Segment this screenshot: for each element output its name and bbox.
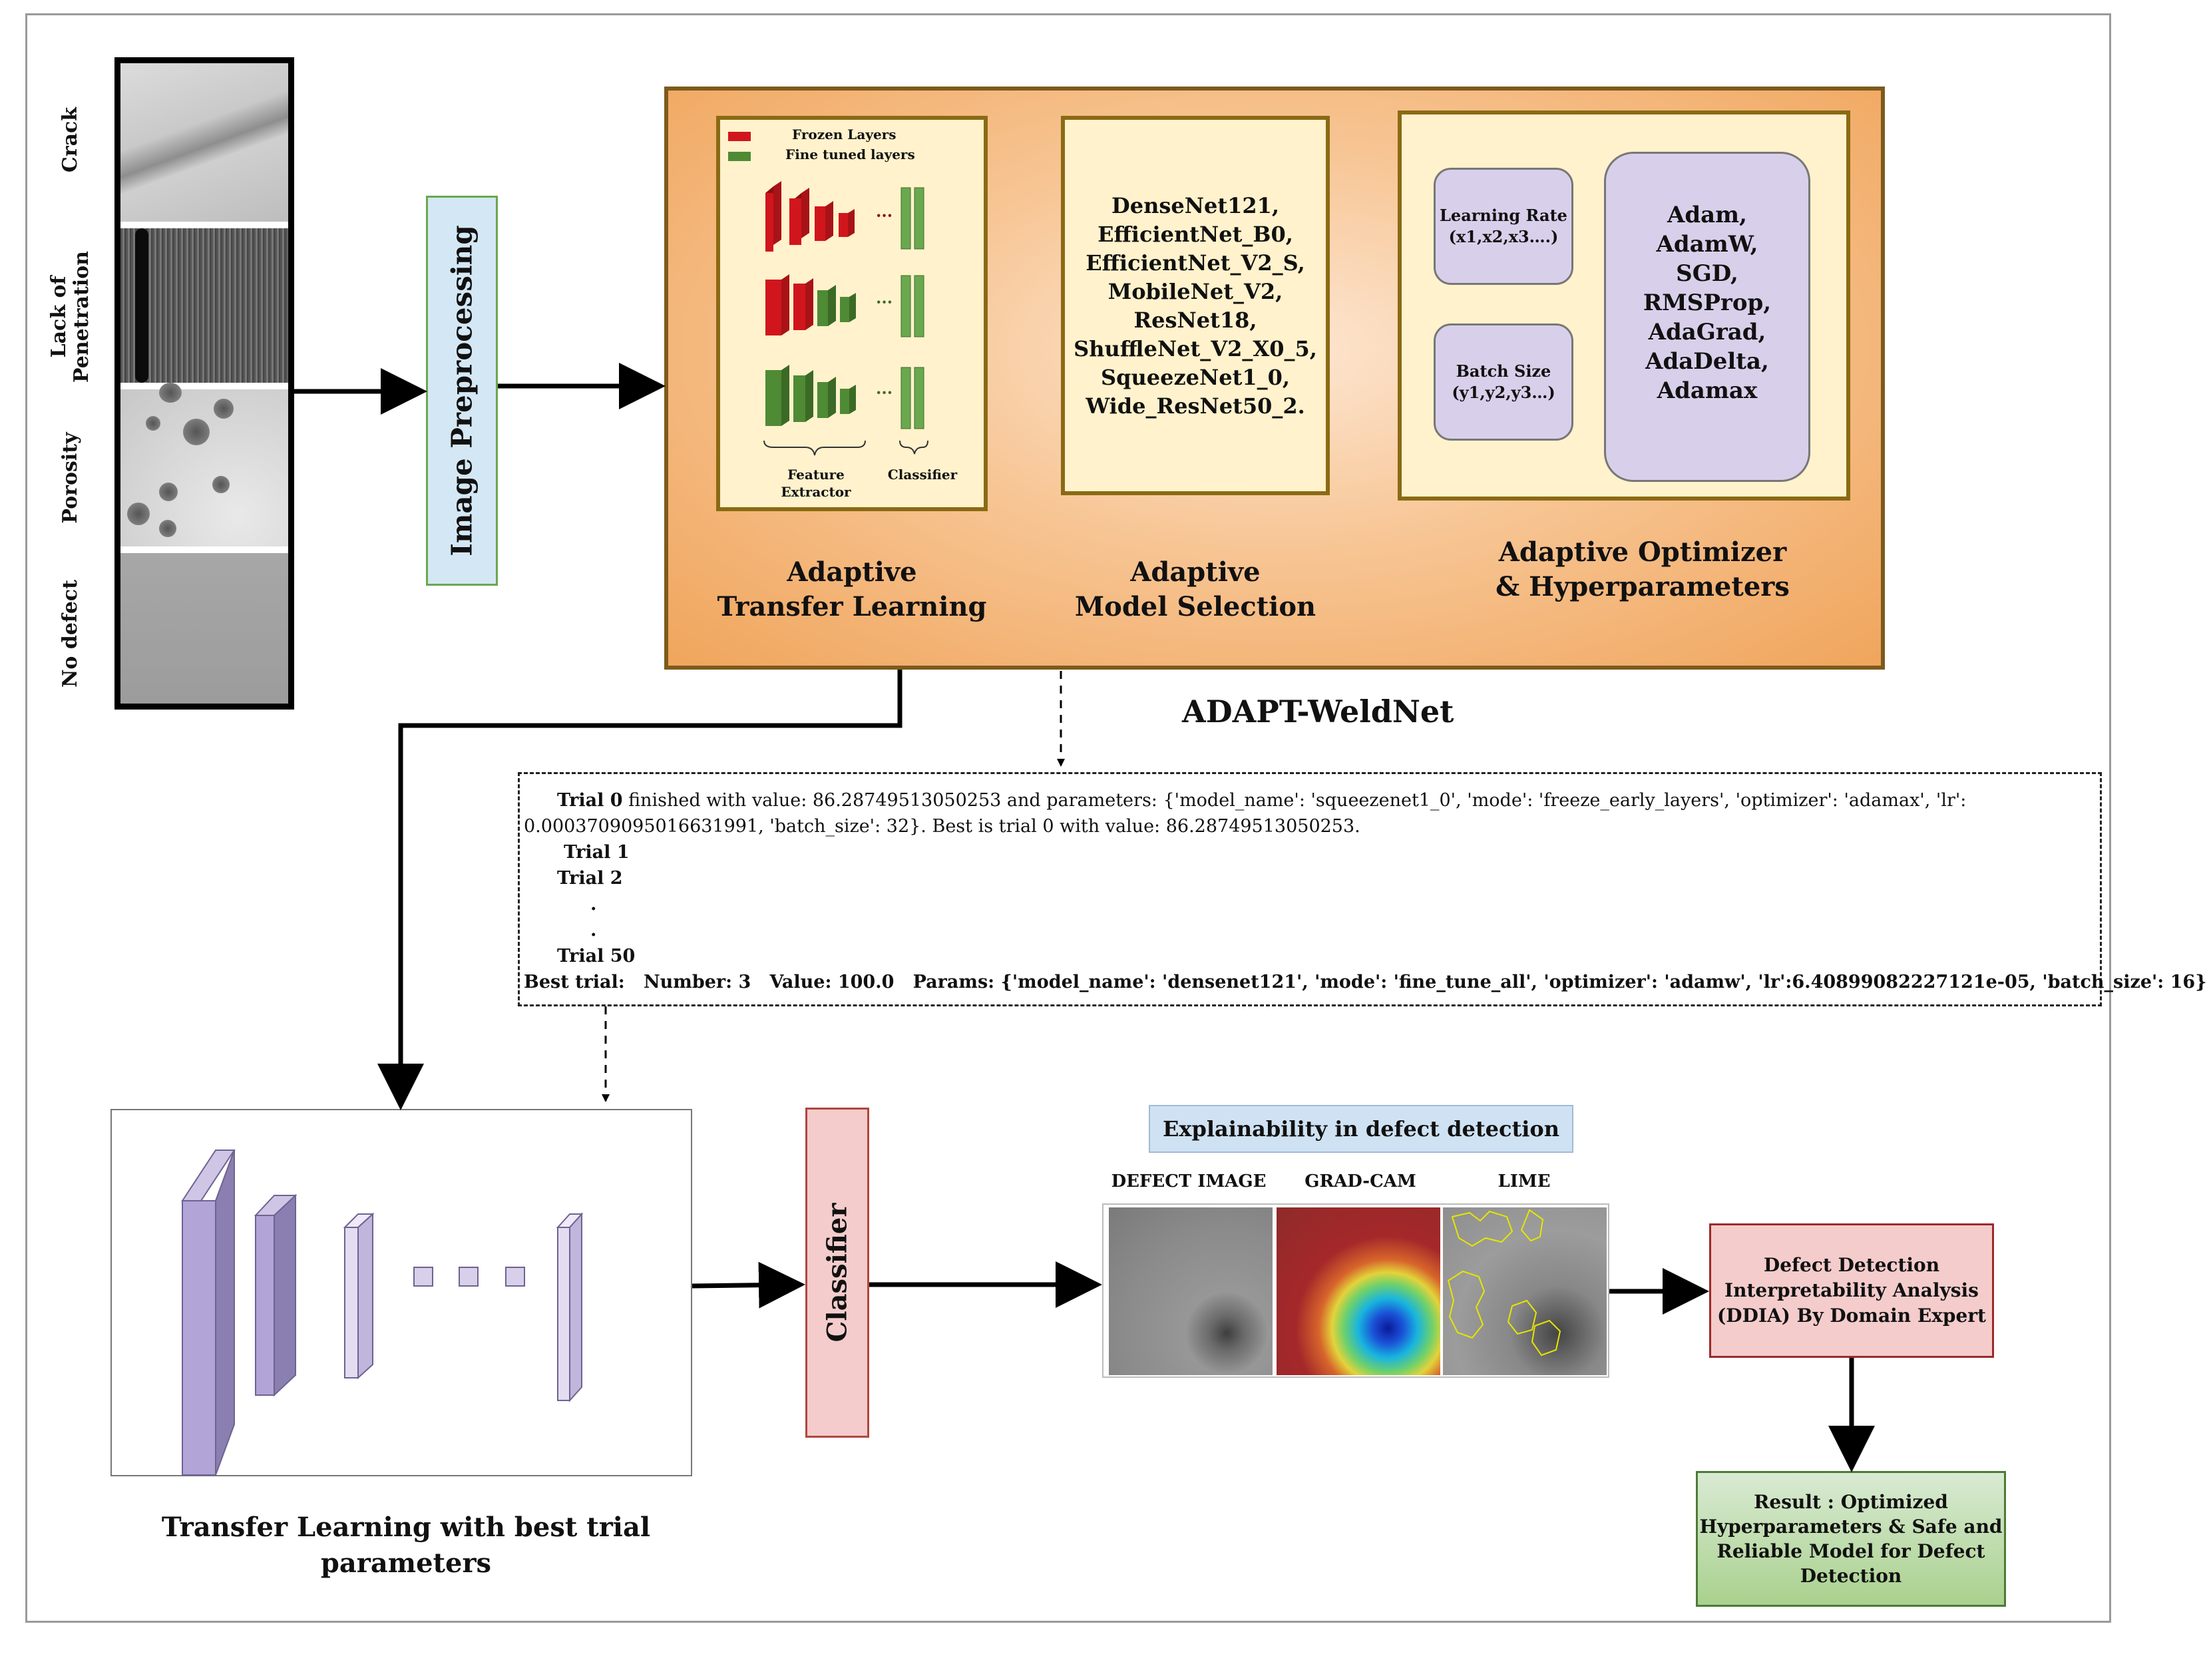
trial-0-label: Trial 0	[557, 790, 623, 811]
svg-text:···: ···	[876, 206, 893, 225]
explainability-images	[1102, 1203, 1609, 1378]
defect-image-column-label: DEFECT IMAGE	[1111, 1171, 1267, 1191]
arrow-adaptweldnet-to-transfer-learning	[377, 670, 903, 1110]
row-partial-frozen: ···	[765, 274, 924, 337]
adapt-weldnet-title: ADAPT-WeldNet	[1182, 694, 1454, 730]
feature-extractor-label: Feature Extractor	[781, 467, 851, 500]
trial-50-label: Trial 50	[557, 946, 636, 966]
adaptive-optimizer-title: Adaptive Optimizer & Hyperparameters	[1496, 536, 1790, 602]
model-selection-panel: DenseNet121, EfficientNet_B0, EfficientNet…	[1061, 116, 1330, 495]
lime-column-label: LIME	[1498, 1171, 1551, 1191]
adapt-weldnet-box: Frozen Layers Fine tuned layers ··· ···	[664, 87, 1885, 670]
model-item: Wide_ResNet50_2.	[1086, 393, 1305, 419]
optimizer-item: Adamax	[1657, 377, 1758, 404]
trial-ellipsis-dot: .	[590, 920, 597, 941]
porosity-sample-image	[120, 383, 288, 546]
row-all-frozen: ···	[765, 181, 924, 252]
trial-0-text-continued: 0.0003709095016631991, 'batch_size': 32}…	[524, 816, 1360, 837]
result-box: Result : Optimized Hyperparameters & Saf…	[1696, 1471, 2006, 1607]
no-defect-sample-image	[120, 553, 288, 704]
transfer-learning-caption: Transfer Learning with best trial parame…	[161, 1512, 651, 1579]
frozen-layers-legend: Frozen Layers	[792, 126, 897, 142]
model-item: ShuffleNet_V2_X0_5,	[1074, 336, 1317, 361]
row-all-fine-tuned: ···	[765, 365, 924, 429]
connector-arrows	[294, 363, 1875, 1472]
fine-tuned-layers-legend: Fine tuned layers	[785, 146, 915, 162]
fine-tuned-layers-swatch	[728, 152, 751, 161]
trial-1-label: Trial 1	[564, 842, 630, 863]
trial-ellipsis-dot: .	[590, 894, 597, 915]
defect-image	[1109, 1207, 1273, 1375]
learning-rate-box: Learning Rate(x1,x2,x3….)	[1434, 168, 1573, 285]
model-item: ResNet18,	[1133, 308, 1257, 333]
model-item: SqueezeNet1_0,	[1100, 365, 1291, 390]
svg-text:···: ···	[876, 383, 893, 402]
svg-text:···: ···	[876, 292, 893, 312]
figure-frame	[25, 13, 2111, 1623]
explainability-title: Explainability in defect detection	[1149, 1105, 1573, 1153]
optimizer-item: SGD,	[1676, 260, 1738, 287]
model-item: EfficientNet_B0,	[1098, 222, 1293, 247]
model-list: DenseNet121, EfficientNet_B0, EfficientNet…	[1065, 192, 1326, 421]
lime-superpixel-outlines	[1447, 1209, 1561, 1357]
optimizer-list-box: Adam, AdamW,SGD, RMSProp, AdaGrad, AdaDelta,…	[1604, 152, 1810, 482]
weld-defect-samples	[114, 57, 294, 710]
trial-2-label: Trial 2	[557, 868, 623, 889]
optimizer-hyperparameters-panel: Learning Rate(x1,x2,x3….) Batch Size(y1,…	[1398, 110, 1850, 501]
adaptive-model-selection-title: Adaptive Model Selection	[1074, 556, 1316, 622]
optimizer-item: AdaGrad,	[1648, 319, 1766, 345]
optimizer-item: Adam,	[1667, 202, 1747, 228]
classifier-small-label: Classifier	[887, 467, 958, 483]
adaptive-transfer-learning-title: Adaptive Transfer Learning	[717, 556, 987, 622]
transfer-learning-network-box	[110, 1109, 692, 1476]
frozen-layers-swatch	[728, 132, 751, 141]
transfer-learning-panel: Frozen Layers Fine tuned layers ··· ···	[716, 116, 988, 511]
classifier-box: Classifier	[805, 1108, 869, 1438]
model-item: MobileNet_V2,	[1107, 279, 1283, 304]
lack-of-penetration-sample-image	[120, 228, 288, 383]
grad-cam-column-label: GRAD-CAM	[1304, 1171, 1416, 1191]
optimizer-item: AdaDelta,	[1645, 348, 1769, 375]
image-preprocessing-box: Image Preprocessing	[426, 196, 498, 586]
trial-0-text: finished with value: 86.28749513050253 a…	[622, 790, 1967, 811]
arrow-transfer-learning-to-classifier	[692, 1261, 805, 1309]
ddia-box: Defect Detection Interpretability Analys…	[1709, 1223, 1994, 1358]
optimizer-item: RMSProp,	[1643, 290, 1772, 316]
batch-size-box: Batch Size(y1,y2,y3…)	[1434, 323, 1573, 441]
model-item: EfficientNet_V2_S,	[1086, 250, 1305, 276]
model-item: DenseNet121,	[1111, 193, 1280, 218]
grad-cam-heatmap-image	[1277, 1207, 1440, 1375]
lime-explanation-image	[1443, 1207, 1607, 1375]
layer-blocks-diagram: ··· ··· ···	[763, 181, 928, 456]
optimizer-item: AdamW,	[1656, 231, 1758, 258]
network-layers-diagram	[181, 1150, 584, 1476]
crack-sample-image	[120, 63, 288, 222]
optimization-trials-log: Trial 0 finished with value: 86.28749513…	[518, 772, 2207, 1006]
